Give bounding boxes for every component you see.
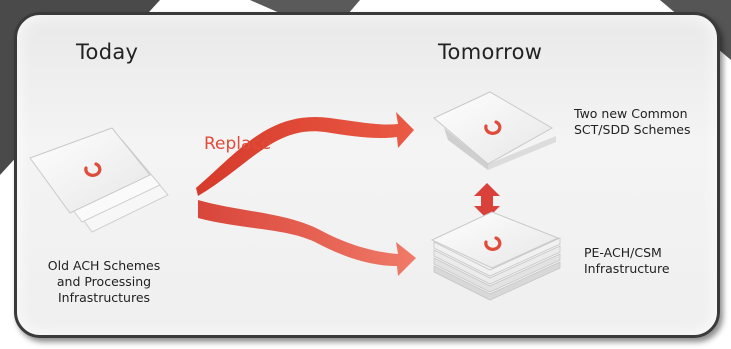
tomorrow-heading: Tomorrow [438, 40, 542, 64]
migrate-arrow [198, 200, 416, 276]
old-schemes-line-2: and Processing [34, 274, 174, 290]
old-schemes-label: Old ACH Schemes and Processing Infrastru… [34, 258, 174, 306]
infrastructure-document-stack [432, 212, 560, 300]
old-schemes-line-3: Infrastructures [34, 290, 174, 306]
today-heading: Today [76, 40, 138, 64]
new-schemes-line-2: SCT/SDD Schemes [574, 122, 690, 138]
old-schemes-document-stack [30, 128, 168, 232]
new-schemes-document [434, 92, 556, 170]
old-schemes-line-1: Old ACH Schemes [34, 258, 174, 274]
infrastructure-line-1: PE-ACH/CSM [584, 245, 670, 261]
replace-arrow [196, 112, 414, 196]
new-schemes-line-1: Two new Common [574, 106, 690, 122]
infrastructure-label: PE-ACH/CSM Infrastructure [584, 245, 670, 277]
infrastructure-line-2: Infrastructure [584, 261, 670, 277]
new-schemes-label: Two new Common SCT/SDD Schemes [574, 106, 690, 138]
replace-label: Replace [204, 134, 271, 154]
